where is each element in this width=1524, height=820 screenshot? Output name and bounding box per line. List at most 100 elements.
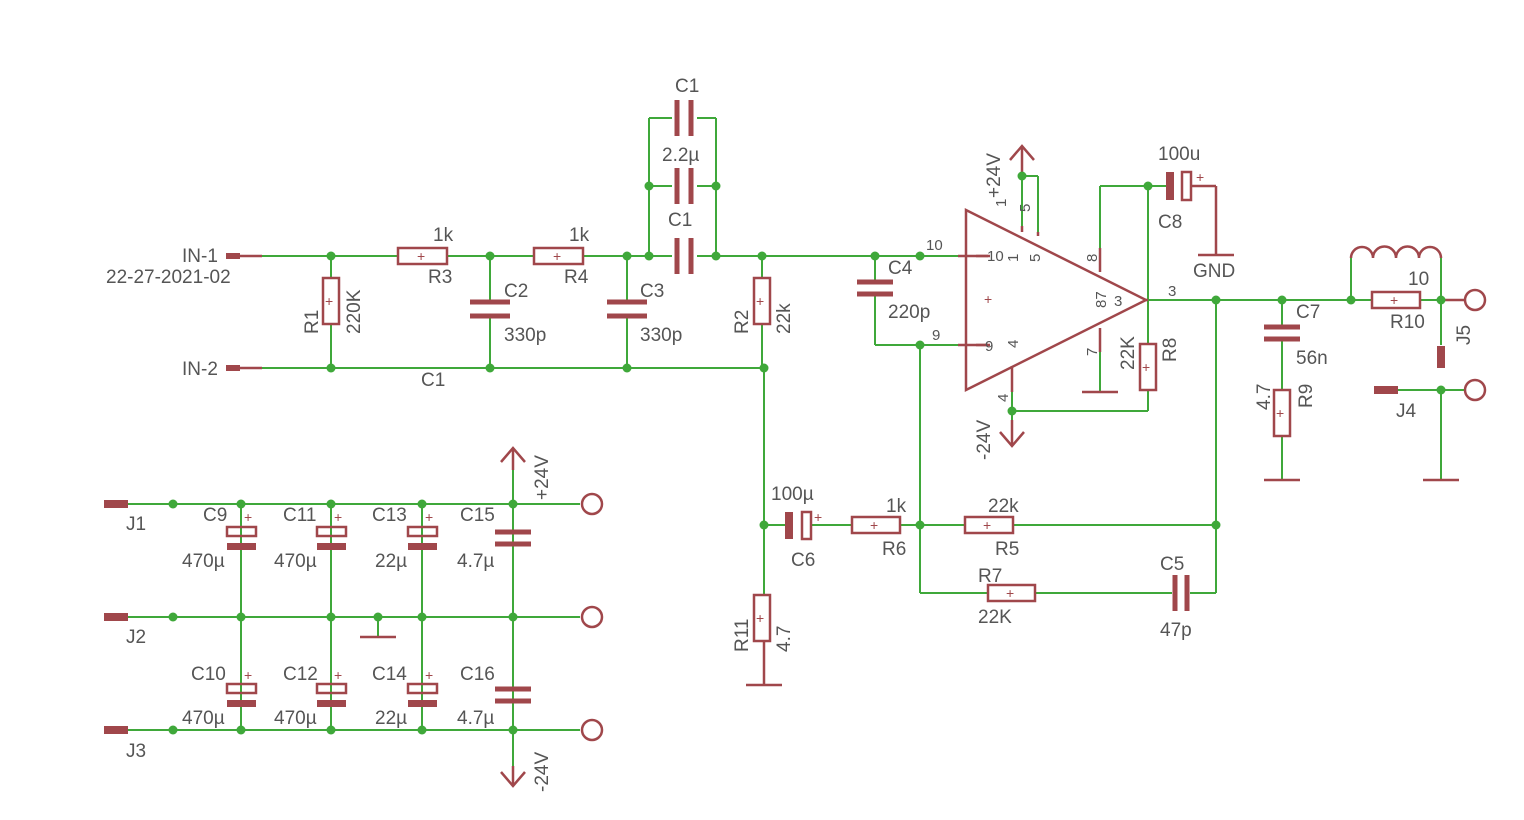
label-c2-value: 330p <box>504 325 546 346</box>
label-j1: J1 <box>126 514 146 535</box>
label-c9-value: 470µ <box>182 551 225 572</box>
label-neg24-psu: -24V <box>532 752 553 792</box>
label-r6-value: 1k <box>886 496 907 517</box>
label-r7: R7 <box>978 566 1002 587</box>
label-c4: C4 <box>888 258 913 279</box>
svg-text:+: + <box>417 248 425 264</box>
label-r7-value: 22K <box>978 607 1012 628</box>
pin-3-inner: 3 <box>1114 293 1122 310</box>
label-c12-value: 470µ <box>274 708 317 729</box>
svg-text:+: + <box>1390 292 1398 308</box>
label-r2-value: 22k <box>774 303 795 334</box>
label-r6: R6 <box>882 539 906 560</box>
svg-text:+: + <box>984 291 992 307</box>
label-c11-value: 470µ <box>274 551 317 572</box>
labels: IN-1 22-27-2021-02 IN-2 R1 220K 1k R3 1k… <box>106 76 1475 792</box>
pin-numbers: 10 10 1 5 5 8 87 3 3 9 9 4 4 7 1 <box>926 199 1176 402</box>
label-in1: IN-1 <box>182 246 218 267</box>
pos24-op-symbol <box>1009 144 1035 176</box>
label-c10-value: 470µ <box>182 708 225 729</box>
label-r4-value: 1k <box>569 225 590 246</box>
svg-text:+: + <box>425 509 433 525</box>
inductor <box>1349 245 1443 259</box>
neg24-psu-symbol <box>500 766 526 788</box>
capacitor-c12: + <box>315 667 348 707</box>
label-c4-value: 220p <box>888 302 930 323</box>
pin-10-outer: 10 <box>926 237 943 254</box>
label-r3-value: 1k <box>433 225 454 246</box>
pin-9-outer: 9 <box>932 327 940 344</box>
svg-text:+: + <box>1142 359 1150 375</box>
capacitor-c11: + <box>315 509 348 550</box>
j2-connector <box>104 605 604 629</box>
pin-8: 8 <box>1084 254 1101 262</box>
label-r10: R10 <box>1390 312 1425 333</box>
pin-1-inner: 1 <box>1005 254 1022 262</box>
label-c10: C10 <box>191 664 226 685</box>
label-c15: C15 <box>460 505 495 526</box>
label-pos24-op: +24V <box>984 153 1005 198</box>
svg-text:+: + <box>983 517 991 533</box>
capacitor-c1-mid <box>674 168 694 204</box>
label-c1-bot: C1 <box>421 370 445 391</box>
label-r1-value: 220K <box>344 289 365 334</box>
label-r1: R1 <box>302 310 323 334</box>
label-j5: J5 <box>1454 325 1475 345</box>
label-c12: C12 <box>283 664 318 685</box>
svg-text:+: + <box>1276 405 1284 421</box>
label-c1-mid: C1 <box>668 210 692 231</box>
pin-5-inner: 5 <box>1027 254 1044 262</box>
junctions <box>168 171 1446 735</box>
svg-text:+: + <box>1196 169 1204 185</box>
label-pos24-psu: +24V <box>532 455 553 500</box>
capacitor-c10: + <box>225 667 258 707</box>
pin-4-inner: 4 <box>1005 340 1022 348</box>
label-c13: C13 <box>372 505 407 526</box>
pin-1-outer: 1 <box>993 199 1010 207</box>
svg-text:+: + <box>756 293 764 309</box>
label-j2: J2 <box>126 627 146 648</box>
label-j4: J4 <box>1396 401 1417 422</box>
svg-text:+: + <box>1006 585 1014 601</box>
resistor-r3: + <box>396 246 449 266</box>
label-c1-value: 2.2µ <box>662 145 699 166</box>
svg-text:+: + <box>244 667 252 683</box>
pin-9-inner: 9 <box>985 338 993 355</box>
pin-3-outer: 3 <box>1168 283 1176 300</box>
label-c11: C11 <box>283 505 316 526</box>
resistor-r10: + <box>1370 290 1422 310</box>
capacitor-c16 <box>495 686 531 704</box>
pin-5-outer: 5 <box>1017 204 1034 212</box>
label-neg24-op: -24V <box>974 420 995 460</box>
capacitor-c6: + <box>785 509 822 541</box>
svg-text:+: + <box>814 509 822 525</box>
capacitor-c9: + <box>225 509 258 550</box>
pin-10-inner: 10 <box>987 248 1004 265</box>
label-j3: J3 <box>126 741 146 762</box>
resistor-r8: + <box>1138 342 1158 392</box>
in1-connector <box>226 253 262 259</box>
label-c7-value: 56n <box>1296 348 1328 369</box>
label-r9-value: 4.7 <box>1254 384 1275 410</box>
resistor-r2: + <box>752 276 772 326</box>
svg-text:+: + <box>425 667 433 683</box>
op-amp: + <box>958 207 1149 393</box>
label-c15-value: 4.7µ <box>457 551 494 572</box>
label-r8-value: 22K <box>1118 336 1139 370</box>
resistor-r9: + <box>1264 388 1300 482</box>
svg-text:+: + <box>244 509 252 525</box>
svg-text:+: + <box>870 517 878 533</box>
capacitor-c8: + <box>1166 169 1234 257</box>
wires <box>128 117 1464 772</box>
label-c8: C8 <box>1158 212 1182 233</box>
resistor-r4: + <box>532 246 585 266</box>
resistor-r1: + <box>321 276 341 326</box>
label-c6: C6 <box>791 550 815 571</box>
j3-connector <box>104 718 604 742</box>
svg-text:+: + <box>553 248 561 264</box>
in2-connector <box>226 365 262 371</box>
label-c3: C3 <box>640 281 664 302</box>
svg-text:+: + <box>756 610 764 626</box>
